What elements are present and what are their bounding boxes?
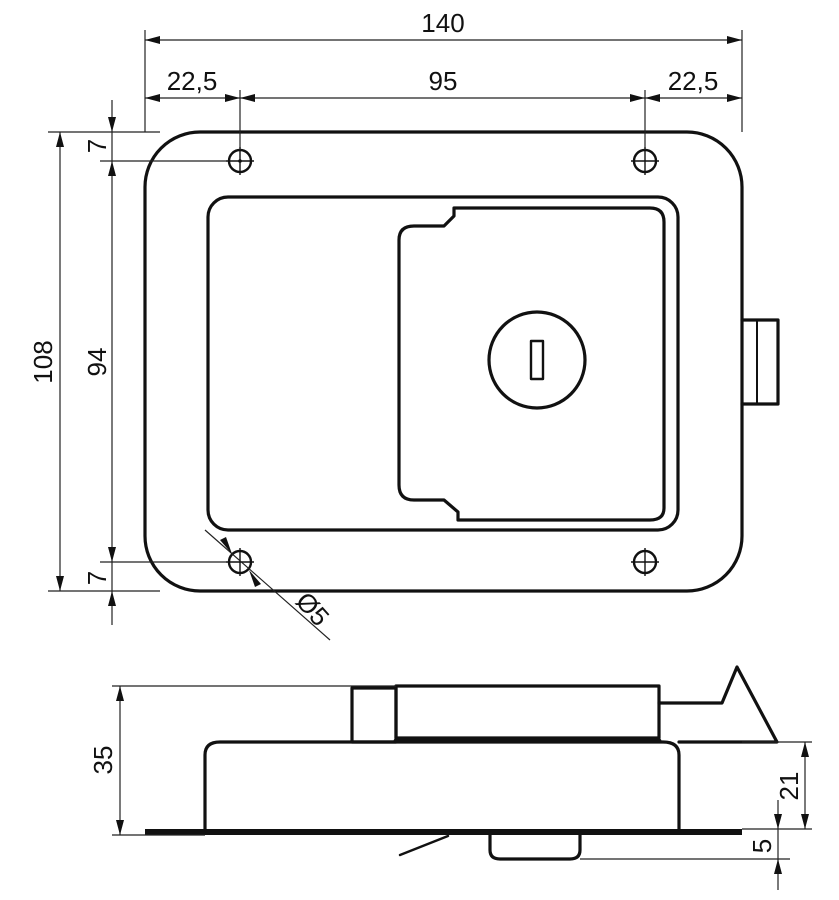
dimension-label: Ø5 bbox=[290, 586, 336, 632]
cylinder-housing bbox=[488, 833, 582, 861]
top-view: 140 22,5 95 22,5 108 bbox=[28, 8, 780, 641]
dimension-label: 22,5 bbox=[167, 66, 218, 96]
dimension-overall-height: 108 bbox=[28, 131, 160, 592]
dimension-label: 35 bbox=[88, 746, 118, 775]
dimension-label: 140 bbox=[421, 8, 464, 38]
dimension-label: 7 bbox=[82, 139, 112, 153]
dimension-label: 108 bbox=[28, 340, 58, 383]
dimension-flange-depth: 5 bbox=[580, 800, 790, 890]
dimension-body-depth: 21 bbox=[742, 741, 812, 830]
latch-bolt bbox=[740, 318, 780, 406]
outer-plate bbox=[143, 130, 744, 593]
dimension-label: 7 bbox=[82, 571, 112, 585]
dimension-hole-spacing-vertical: 7 94 7 bbox=[82, 100, 226, 625]
housing-top bbox=[350, 686, 398, 744]
dimension-total-depth: 35 bbox=[88, 685, 396, 836]
dimension-hole-diameter: Ø5 bbox=[204, 529, 336, 641]
dimension-label: 95 bbox=[429, 66, 458, 96]
mounting-holes bbox=[226, 147, 659, 576]
dimension-hole-spacing: 22,5 95 22,5 bbox=[145, 66, 742, 150]
dimension-label: 94 bbox=[82, 348, 112, 377]
side-view: 35 21 5 bbox=[88, 665, 812, 890]
dimension-label: 21 bbox=[774, 772, 804, 801]
lock-cylinder bbox=[487, 310, 587, 410]
inner-recess bbox=[206, 195, 680, 532]
handle-paddle bbox=[397, 206, 666, 522]
cable bbox=[398, 834, 450, 857]
dimension-overall-width: 140 bbox=[144, 8, 743, 132]
latch-tongue bbox=[657, 665, 779, 744]
dimension-label: 5 bbox=[747, 839, 777, 853]
base-flange bbox=[145, 829, 742, 835]
dimension-label: 22,5 bbox=[668, 66, 719, 96]
body-housing bbox=[203, 740, 681, 831]
paddle-block bbox=[394, 684, 661, 740]
key-slot bbox=[529, 339, 545, 381]
